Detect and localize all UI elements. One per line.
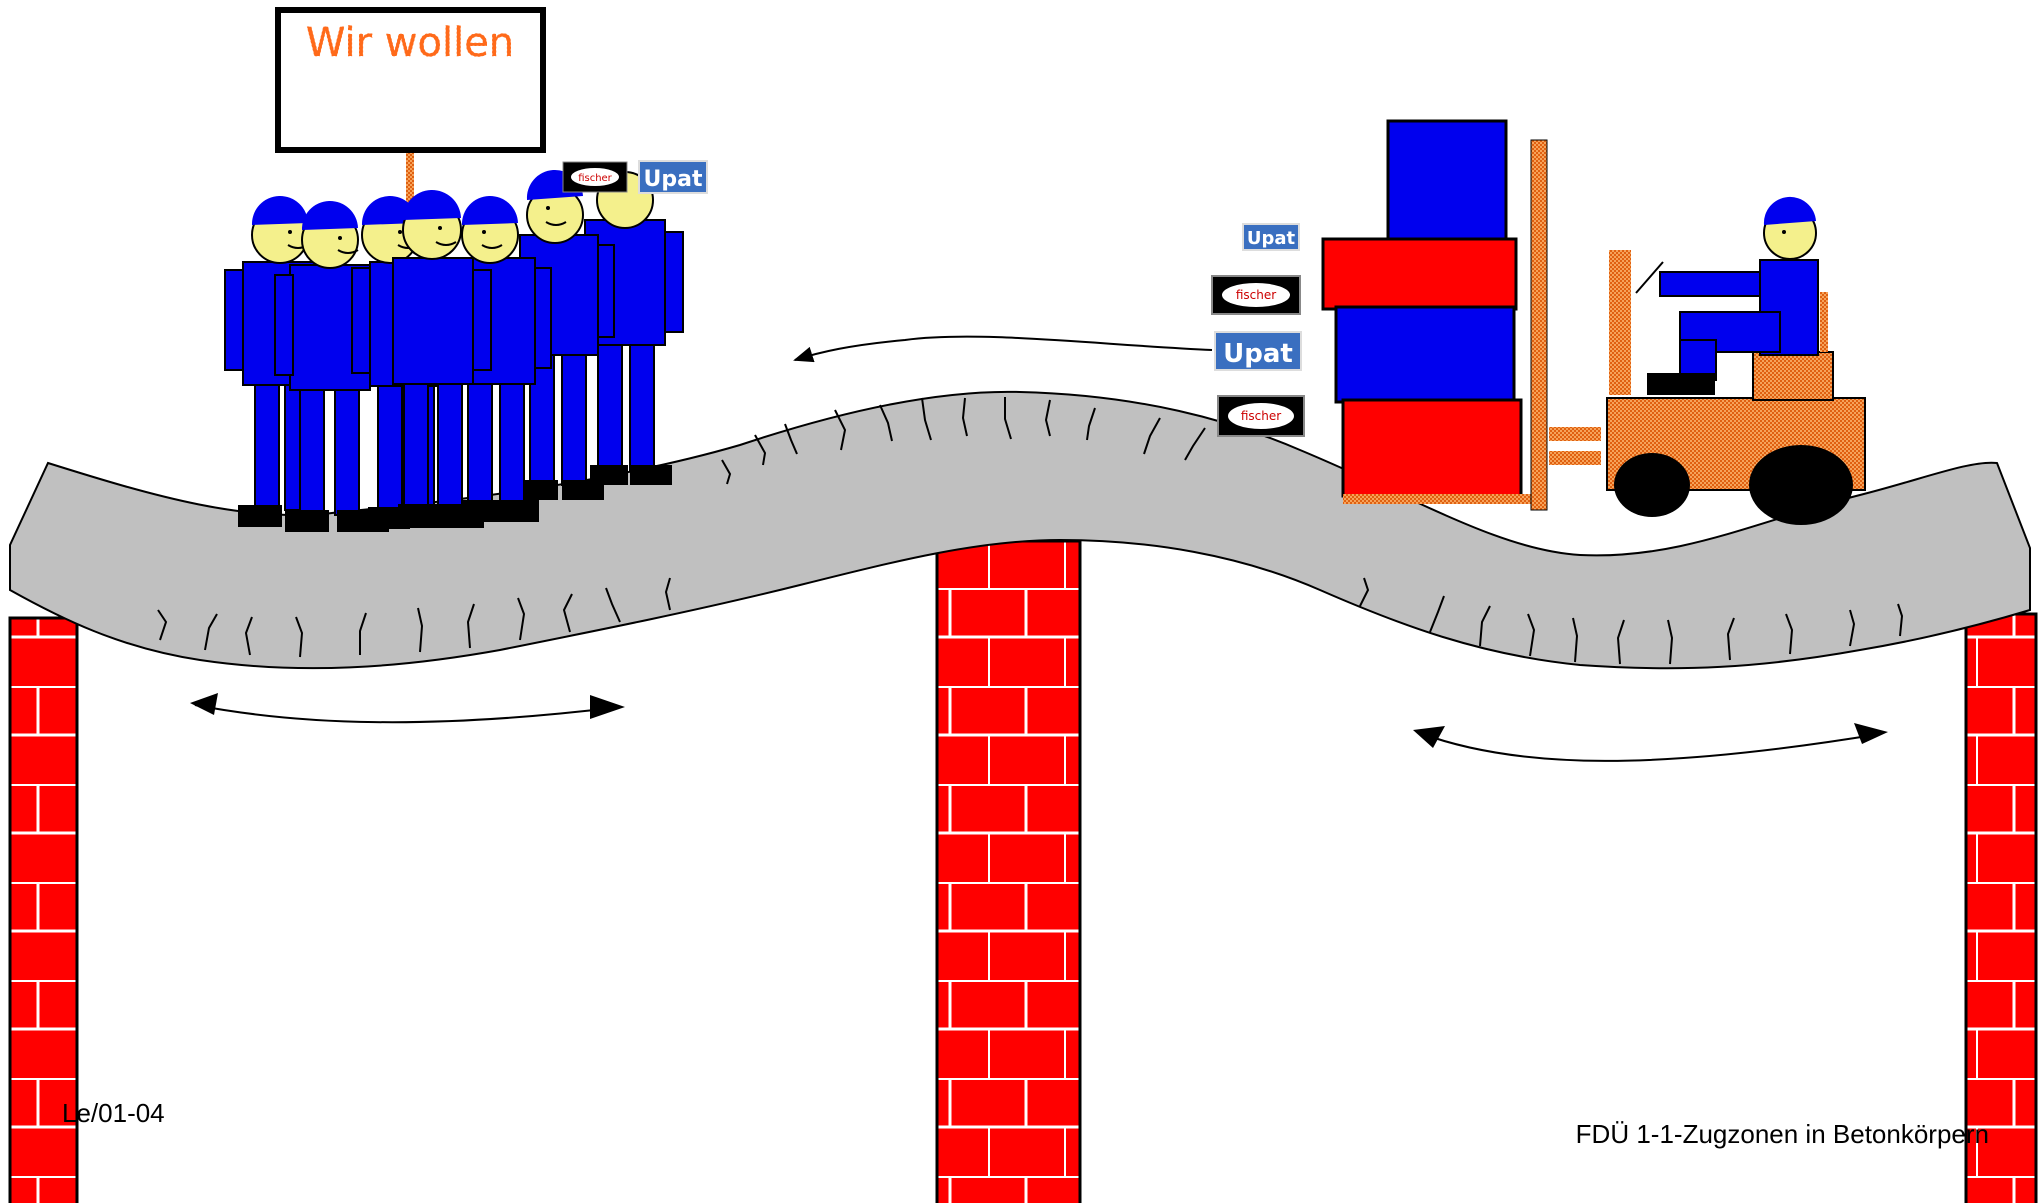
cargo-stack [1321,119,1533,504]
worker-front [392,190,492,528]
forklift-wheel-rear [1614,453,1690,517]
forklift [1530,139,1866,525]
brick-pillar-left [8,616,79,1203]
fischer-logo-2: fischer [1217,395,1305,437]
brick-pillar-center [935,539,1082,1203]
forklift-wheel-front [1749,445,1853,525]
footer-left-text: Le/01-04 [62,1098,165,1128]
arrow-top-left [793,335,1213,363]
arrow-bottom-left [190,693,625,724]
upat-logo-1: Upat [1242,223,1300,251]
svg-text:Upat: Upat [644,167,703,192]
svg-text:Upat: Upat [1223,339,1293,369]
svg-text:Upat: Upat [1247,228,1296,249]
brick-pillar-right [1964,612,2038,1203]
sign-text: Wir wollen [306,20,514,66]
concrete-beam [9,390,2031,670]
fischer-logo-1: fischer [1211,275,1301,315]
tension-cracks-bottom-right [1359,577,1904,665]
upat-logo-small: Upat [638,160,708,194]
fischer-logo-small: fischer [562,161,628,193]
svg-text:fischer: fischer [1236,288,1276,302]
protest-sign: Wir wollen [275,7,546,210]
svg-text:fischer: fischer [1241,409,1281,423]
forklift-driver [1647,196,1819,395]
svg-text:fischer: fischer [578,173,612,184]
worker-group [224,169,684,532]
upat-logo-2: Upat [1214,331,1302,371]
arrow-bottom-right [1413,723,1888,762]
footer-right-text: FDÜ 1-1-Zugzonen in Betonkörpern [1575,1119,1989,1149]
tension-cracks-top [721,397,1206,485]
tension-cracks-bottom-left [157,577,671,658]
